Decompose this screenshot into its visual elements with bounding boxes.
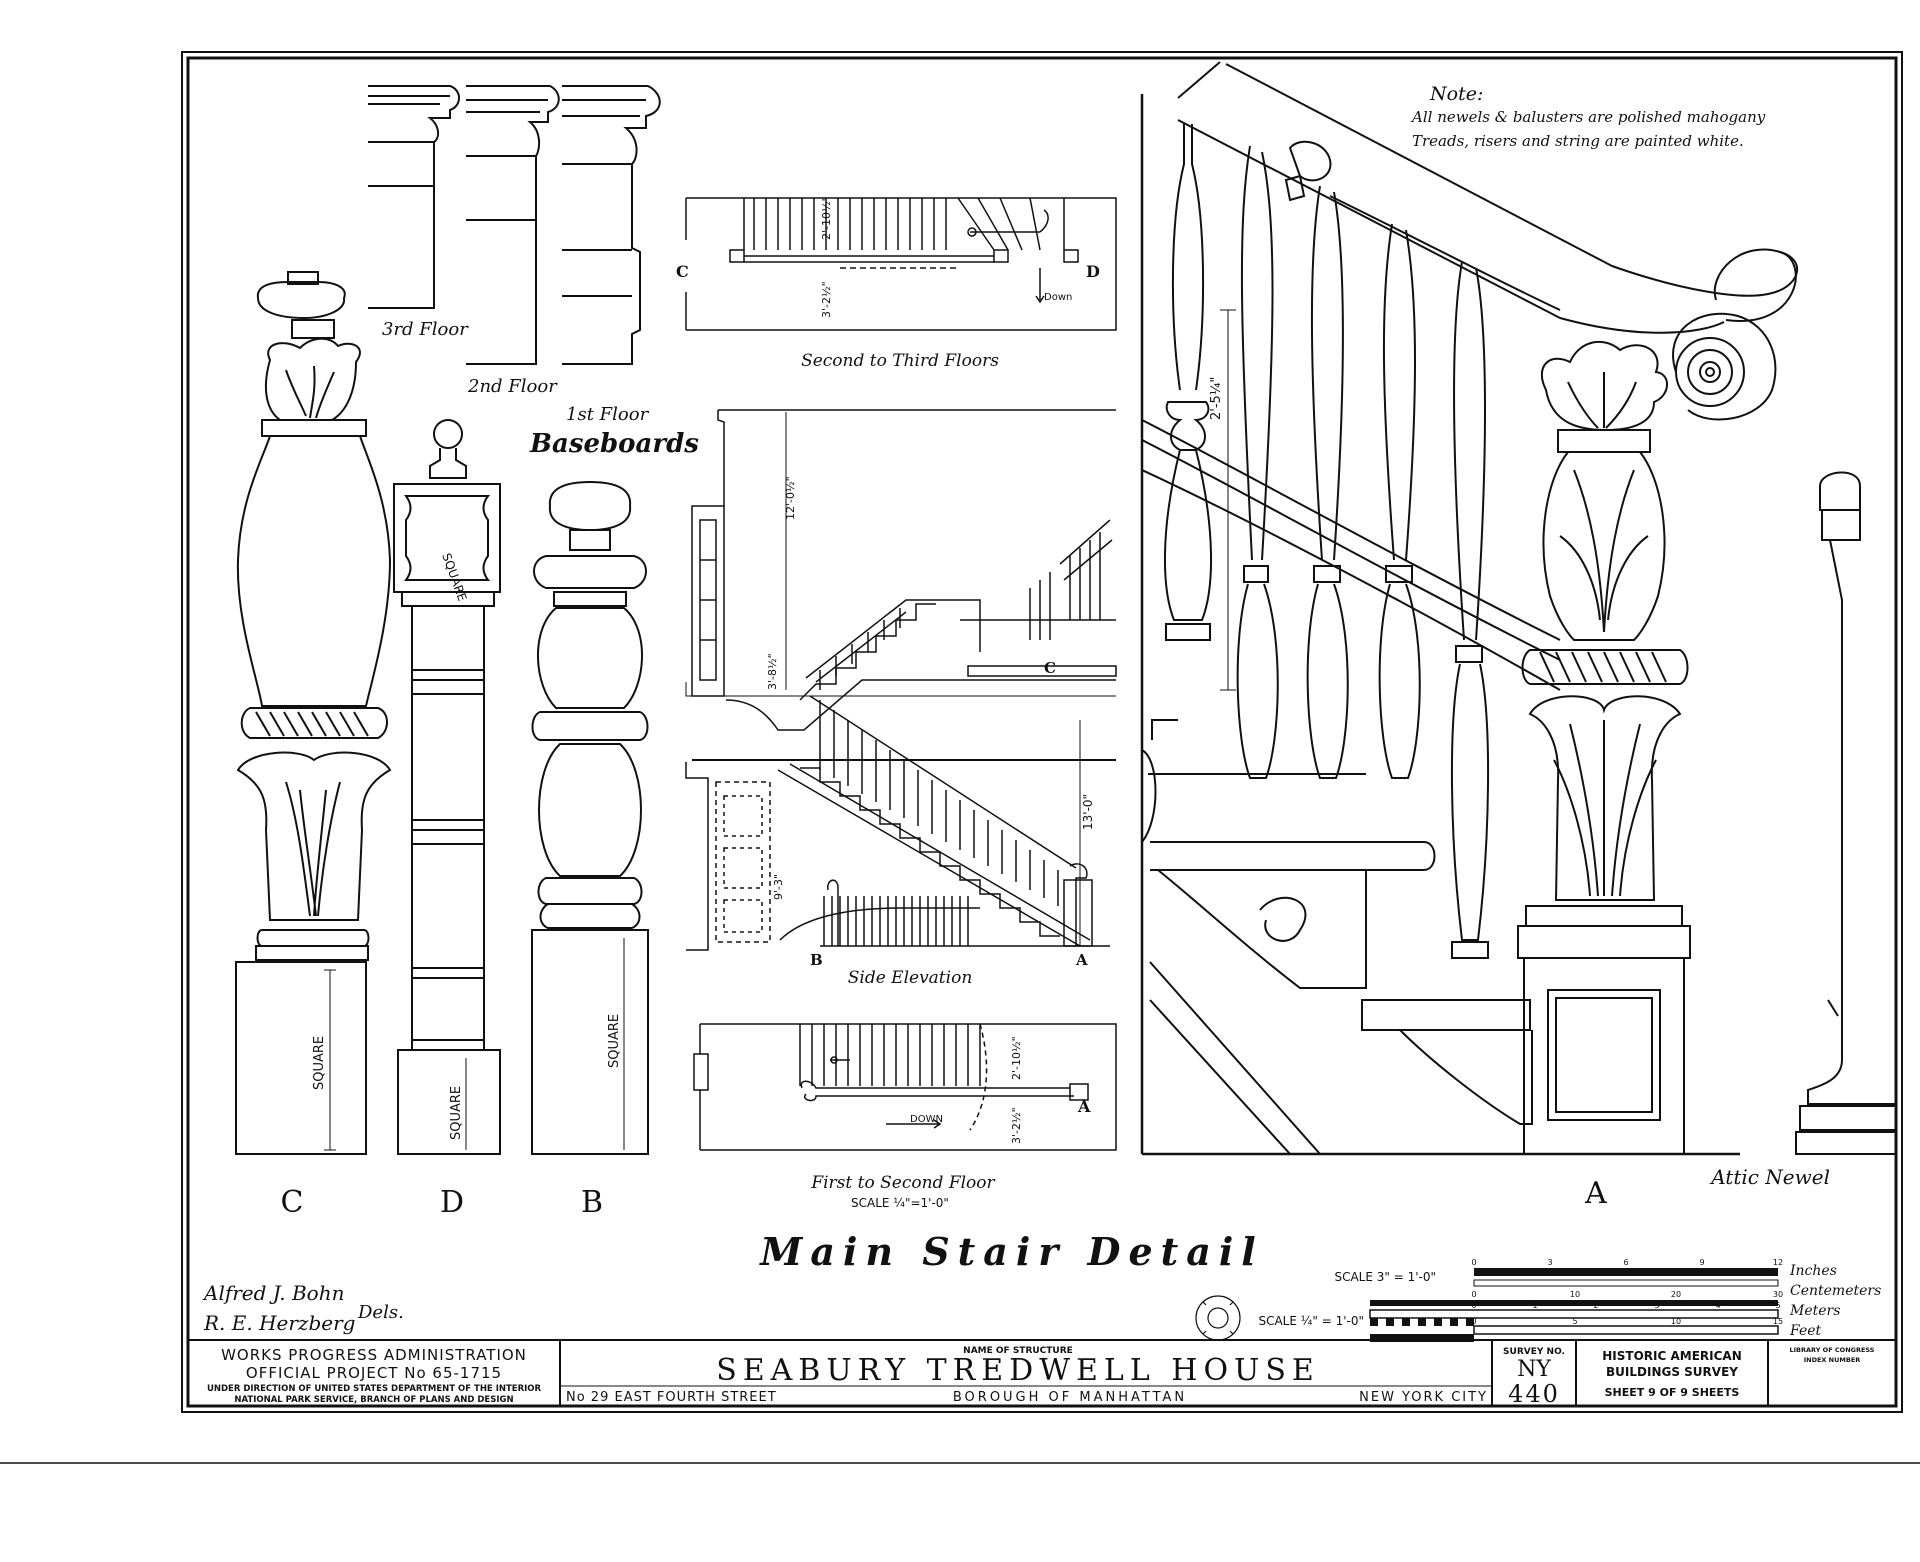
newel-c-drawing — [235, 271, 392, 1155]
plan-second-to-third — [685, 197, 1117, 331]
floor1-label: 1st Floor — [566, 404, 650, 425]
tick-m-1: 1 — [1532, 1301, 1537, 1310]
scale-3in-label: SCALE 3" = 1'-0" — [1334, 1270, 1436, 1284]
stair-detail-a — [1140, 61, 1897, 1156]
unit-cm: Centemeters — [1790, 1283, 1881, 1299]
unit-meters: Meters — [1789, 1303, 1840, 1319]
side-elevation-lower — [685, 695, 1116, 951]
newel-d-top-square-label: SQUARE — [439, 551, 469, 603]
plan1-down-label: Down — [1044, 292, 1072, 303]
tick-cm-30: 30 — [1773, 1290, 1783, 1299]
elev-caption: Side Elevation — [848, 968, 973, 988]
tick-cm-0: 0 — [1471, 1290, 1476, 1299]
label-c: C — [281, 1185, 304, 1220]
tick-in-0: 0 — [1471, 1258, 1476, 1267]
plan2-dim-top: 2'-10½" — [1010, 1036, 1023, 1080]
title-block — [188, 1339, 1896, 1406]
delineator-2: R. E. Herzberg — [203, 1311, 355, 1335]
tick-ft-15: 15 — [1773, 1317, 1783, 1326]
plan2-caption: First to Second Floor — [810, 1173, 995, 1193]
elev-dim-9-3: 9'-3" — [772, 874, 785, 900]
elev-dim-3-8: 3'-8½" — [766, 653, 779, 690]
tick-in-9: 9 — [1699, 1258, 1704, 1267]
elev-marker-a: A — [1075, 951, 1088, 969]
address-borough: BOROUGH OF MANHATTAN — [953, 1390, 1187, 1405]
structure-label: NAME OF STRUCTURE — [963, 1346, 1073, 1356]
plan2-dim-bottom: 3'-2½" — [1010, 1107, 1023, 1144]
main-title: Main Stair Detail — [758, 1229, 1263, 1274]
baseboard-profiles — [368, 85, 661, 365]
plan2-down-label: DOWN — [910, 1114, 943, 1125]
address-city: NEW YORK CITY — [1359, 1390, 1488, 1405]
plan-scale-label: SCALE ¼"=1'-0" — [851, 1196, 949, 1210]
tick-m-5: 5 — [1775, 1301, 1780, 1310]
delineators-dels: Dels. — [357, 1302, 404, 1323]
sheet-number: SHEET 9 OF 9 SHEETS — [1605, 1386, 1740, 1399]
plan1-dim-bottom: 3'-2½" — [820, 281, 833, 318]
tick-cm-20: 20 — [1671, 1290, 1681, 1299]
wpa-line3: UNDER DIRECTION OF UNITED STATES DEPARTM… — [207, 1384, 542, 1394]
tick-in-12: 12 — [1773, 1258, 1783, 1267]
loc-seal — [1195, 1295, 1241, 1341]
survey-state: NY — [1517, 1357, 1551, 1382]
tick-m-2: 2 — [1593, 1301, 1598, 1310]
tick-in-3: 3 — [1547, 1258, 1552, 1267]
habs-line2: BUILDINGS SURVEY — [1606, 1365, 1738, 1379]
note-line1: All newels & balusters are polished maho… — [1410, 108, 1766, 126]
delineator-1: Alfred J. Bohn — [202, 1281, 344, 1305]
elev-dim-12: 12'-0½" — [784, 476, 797, 520]
newel-d-drawing — [393, 419, 501, 1155]
scale-bars — [1369, 1268, 1779, 1342]
tick-ft-5: 5 — [1572, 1317, 1577, 1326]
unit-feet: Feet — [1789, 1323, 1822, 1339]
scale-quarter-label: SCALE ¼" = 1'-0" — [1258, 1314, 1364, 1328]
tick-m-3: 3 — [1654, 1301, 1659, 1310]
wpa-line2: OFFICIAL PROJECT No 65-1715 — [246, 1364, 502, 1382]
label-a: A — [1584, 1176, 1607, 1211]
scale-ticks: 0 3 6 9 12 0 10 20 30 0 1 2 3 4 5 0 5 10… — [1471, 1258, 1783, 1326]
note-line2: Treads, risers and string are painted wh… — [1412, 132, 1744, 150]
address-street: No 29 EAST FOURTH STREET — [566, 1390, 777, 1405]
baseboards-title: Baseboards — [529, 429, 699, 459]
loc-line1: LIBRARY OF CONGRESS — [1790, 1346, 1875, 1354]
habs-line1: HISTORIC AMERICAN — [1602, 1349, 1742, 1363]
elev-marker-c: C — [1044, 659, 1056, 677]
label-d: D — [440, 1185, 464, 1220]
structure-name: SEABURY TREDWELL HOUSE — [716, 1353, 1320, 1388]
tick-m-4: 4 — [1715, 1301, 1720, 1310]
floor3-label: 3rd Floor — [382, 319, 469, 340]
plan1-caption: Second to Third Floors — [801, 351, 999, 371]
plan1-dim-top: 2'-10½" — [820, 196, 833, 240]
wpa-line4: NATIONAL PARK SERVICE, BRANCH OF PLANS A… — [234, 1395, 513, 1405]
inner-border — [186, 56, 1898, 1408]
tick-ft-0: 0 — [1471, 1317, 1476, 1326]
elev-dim-13: 13'-0" — [1081, 794, 1095, 830]
plan-first-to-second — [693, 1023, 1117, 1151]
tick-cm-10: 10 — [1570, 1290, 1580, 1299]
tick-m-0: 0 — [1471, 1301, 1476, 1310]
survey-label: SURVEY NO. — [1503, 1347, 1565, 1357]
newel-b-square-label: SQUARE — [607, 1014, 622, 1068]
wpa-line1: WORKS PROGRESS ADMINISTRATION — [221, 1346, 527, 1364]
plan2-marker-a: A — [1077, 1097, 1091, 1116]
floor2-label: 2nd Floor — [467, 376, 558, 397]
newel-d-square-label: SQUARE — [449, 1086, 464, 1140]
plan1-marker-d: D — [1086, 262, 1100, 281]
detail-dim-2-5: 2'-5¼" — [1209, 377, 1224, 420]
newel-b-drawing — [531, 480, 649, 1155]
unit-inches: Inches — [1789, 1263, 1837, 1279]
side-elevation — [685, 409, 1117, 731]
outer-border — [181, 51, 1903, 1413]
survey-number: 440 — [1508, 1380, 1560, 1408]
loc-line2: INDEX NUMBER — [1804, 1356, 1861, 1364]
note-heading: Note: — [1429, 83, 1483, 105]
elev-marker-b: B — [810, 951, 823, 969]
label-b: B — [581, 1185, 603, 1220]
plan1-marker-c: C — [676, 262, 689, 281]
newel-c-square-label: SQUARE — [312, 1036, 327, 1090]
tick-ft-10: 10 — [1671, 1317, 1681, 1326]
attic-label: Attic Newel — [1709, 1165, 1830, 1189]
tick-in-6: 6 — [1623, 1258, 1628, 1267]
